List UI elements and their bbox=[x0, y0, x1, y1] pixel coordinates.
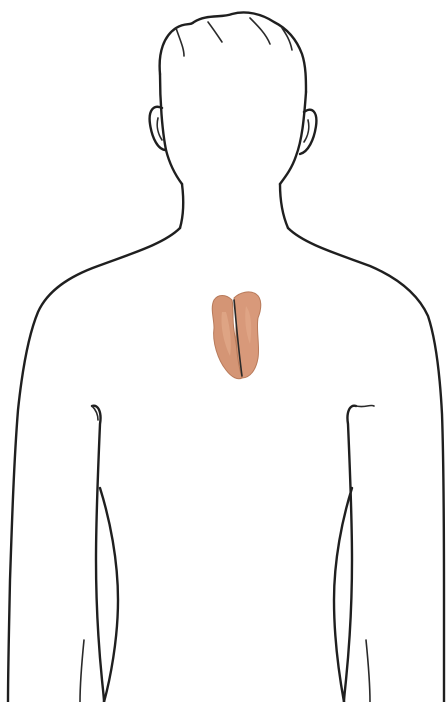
left-armpit-side bbox=[92, 406, 104, 702]
neck-left bbox=[180, 184, 183, 228]
head bbox=[150, 12, 317, 184]
hair-strand bbox=[176, 28, 184, 56]
right-inner-arm bbox=[334, 488, 352, 702]
hair-strand bbox=[250, 18, 270, 44]
face-left bbox=[160, 74, 182, 184]
thymus-organ bbox=[212, 292, 261, 379]
right-ear-inner bbox=[304, 120, 309, 142]
hair-outline bbox=[160, 12, 306, 92]
left-shoulder-arm-outer bbox=[8, 228, 180, 702]
left-forearm-line bbox=[80, 640, 84, 702]
face-right bbox=[280, 92, 306, 184]
right-shoulder-arm-outer bbox=[288, 228, 444, 702]
neck-right bbox=[280, 184, 288, 228]
hair-strand bbox=[208, 22, 222, 42]
left-inner-arm bbox=[100, 488, 118, 702]
right-armpit-side bbox=[344, 406, 356, 702]
right-armpit-crease bbox=[356, 405, 374, 406]
right-forearm-line bbox=[366, 640, 370, 702]
neck bbox=[180, 184, 288, 228]
